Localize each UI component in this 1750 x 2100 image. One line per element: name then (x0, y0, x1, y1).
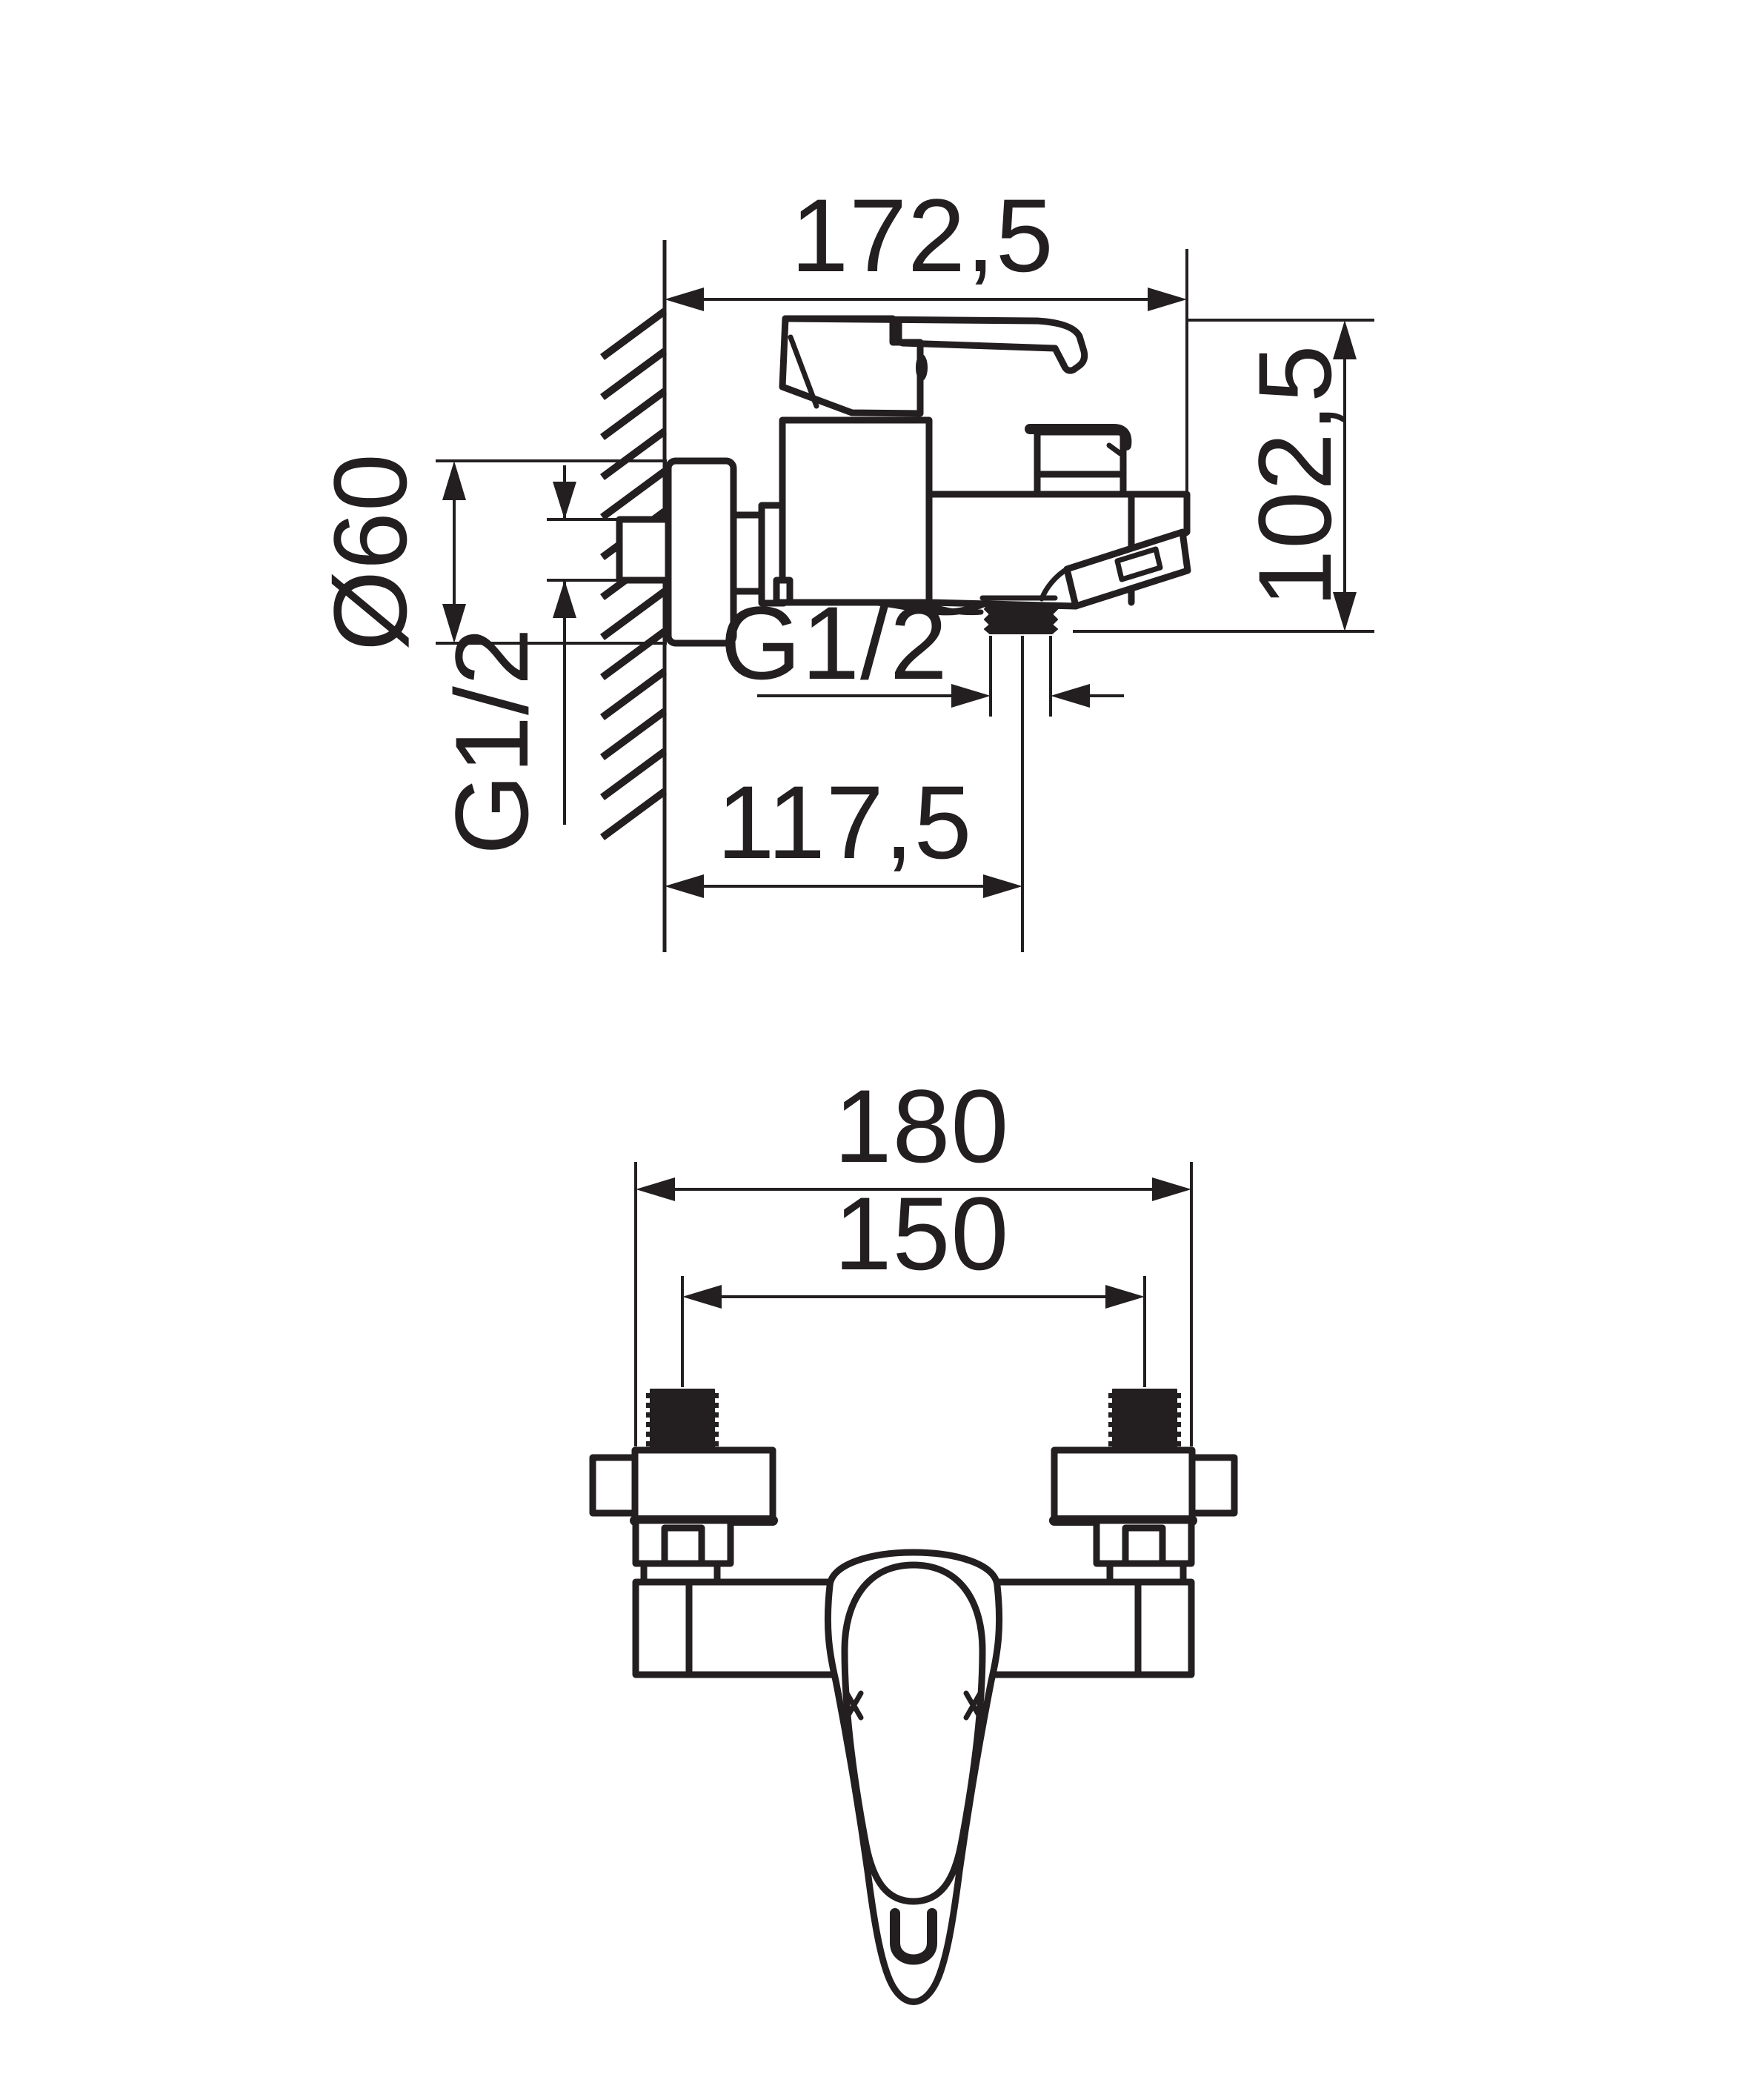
dim-total-width-label: 172,5 (791, 177, 1054, 293)
mixer-side-body (616, 315, 1191, 952)
left-s-union (589, 1389, 778, 1586)
right-threaded-stud (1112, 1389, 1177, 1451)
side-view: 172,5 102,5 Ø60 G1/2 (312, 177, 1374, 952)
dim-width-over-unions-label: 180 (834, 1068, 1010, 1184)
rosette-connector-inner (730, 511, 765, 595)
right-s-union (1049, 1389, 1238, 1586)
dim-spout-offset: 117,5 (665, 764, 1022, 898)
dim-rosette-diameter-label: Ø60 (312, 453, 428, 651)
handle-u-detail (890, 1908, 937, 1965)
lever-handle (782, 315, 1088, 374)
right-union-tab (1188, 1454, 1238, 1517)
dim-total-height-label: 102,5 (1237, 344, 1353, 607)
dim-centers-spacing: 150 (681, 1175, 1146, 1387)
handle-front (824, 1549, 1003, 2005)
head-pin-detail (916, 354, 928, 381)
right-union-block (1051, 1446, 1196, 1524)
dim-total-width: 172,5 (665, 177, 1188, 494)
dim-spout-thread-label: G1/2 (720, 585, 948, 701)
dim-spout-offset-label: 117,5 (717, 764, 973, 880)
left-union-nut-facet (661, 1524, 705, 1567)
shower-outlet-port (1114, 546, 1163, 582)
left-union-block (631, 1446, 776, 1524)
left-threaded-stud (650, 1389, 715, 1451)
dim-centers-spacing-label: 150 (834, 1175, 1010, 1292)
spout-thread-block (984, 603, 1058, 634)
left-union-tab (589, 1454, 639, 1517)
dim-total-height: 102,5 (1073, 319, 1374, 633)
diverter-knob (1025, 424, 1132, 498)
dim-width-over-unions: 180 (634, 1068, 1193, 1446)
dim-rosette-diameter: Ø60 (312, 453, 667, 651)
body-front-block (779, 416, 933, 606)
wall-nipple (616, 516, 672, 584)
dim-spout-thread: G1/2 (720, 585, 1124, 708)
dim-wall-thread-label: G1/2 (433, 627, 550, 855)
handle-inner-face (841, 1561, 986, 1905)
body-corner-step (773, 576, 794, 606)
front-view: 180 150 (589, 1068, 1238, 2005)
dim-wall-thread: G1/2 (433, 465, 622, 855)
right-union-nut-facet (1122, 1524, 1166, 1567)
